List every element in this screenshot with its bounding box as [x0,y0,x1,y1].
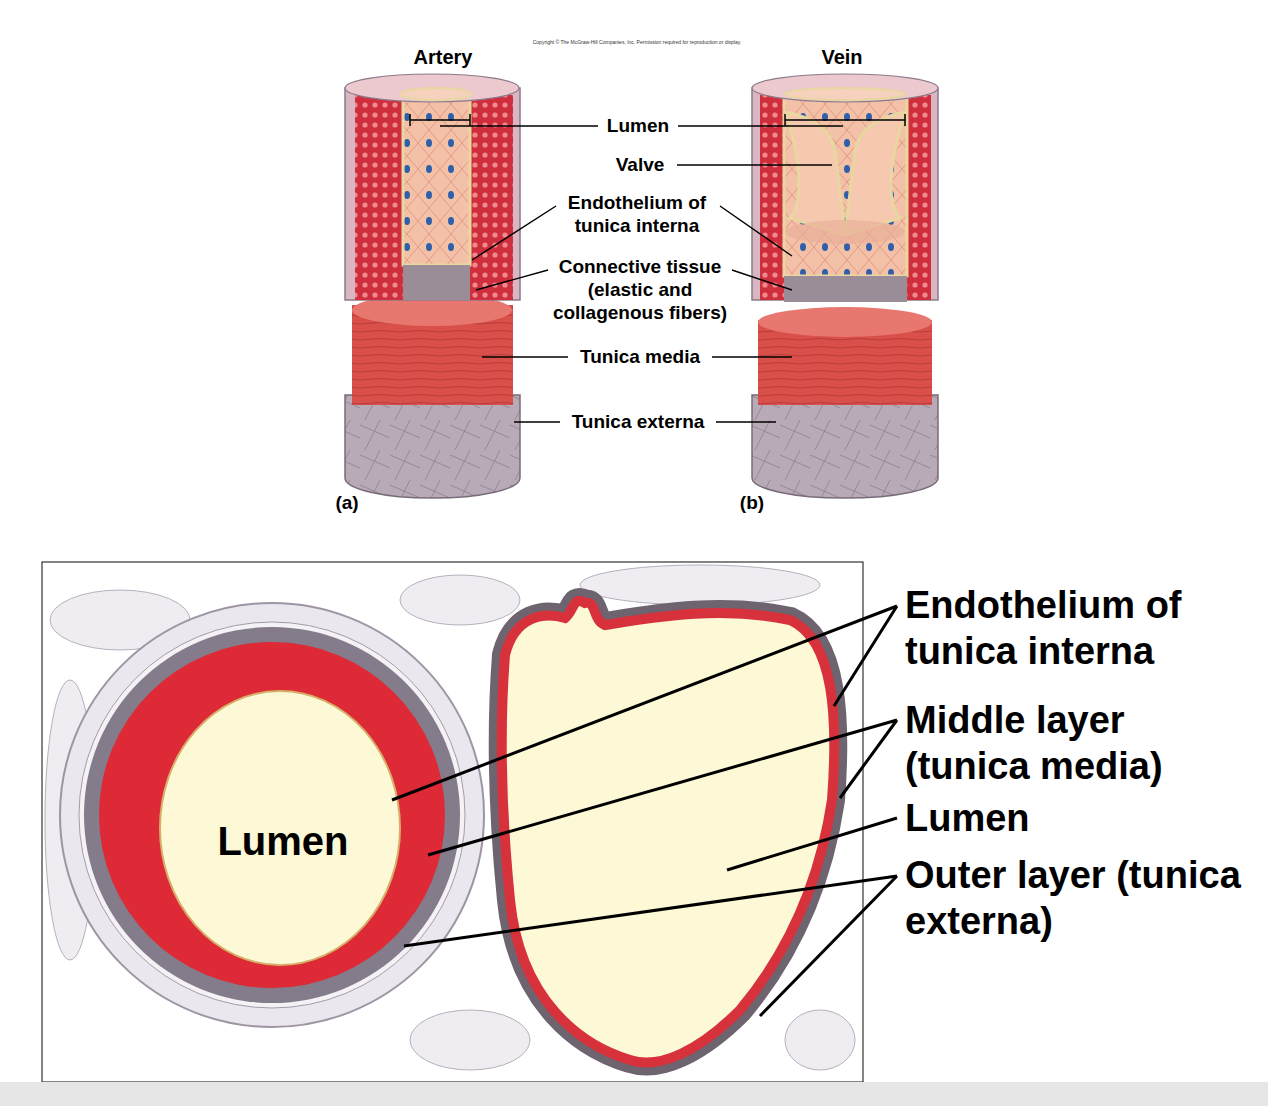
part-label: Connective tissue (elastic and collageno… [541,255,739,325]
micrograph [0,562,1268,1106]
part-label: Valve [595,153,685,176]
part-label: Tunica media [560,345,720,368]
leader-lines-top [440,126,843,422]
part-label: Endothelium of tunica interna [905,582,1253,675]
part-label: Endothelium of tunica interna [548,191,726,237]
lumen-label: Lumen [183,817,383,866]
panel-letter: (a) [325,491,369,514]
part-label: Lumen [905,795,1253,841]
vein-title: Vein [792,45,892,69]
part-label: Lumen [593,114,683,137]
leader-lines-bottom [392,606,897,1016]
artery-title: Artery [383,45,503,69]
part-label: Tunica externa [553,410,723,433]
copyright-note: Copyright © The McGraw-Hill Companies, I… [457,40,817,45]
artery-drawing [345,74,520,498]
part-label: Outer layer (tunica externa) [905,852,1253,945]
part-label: Middle layer (tunica media) [905,697,1253,790]
panel-letter: (b) [730,491,774,514]
